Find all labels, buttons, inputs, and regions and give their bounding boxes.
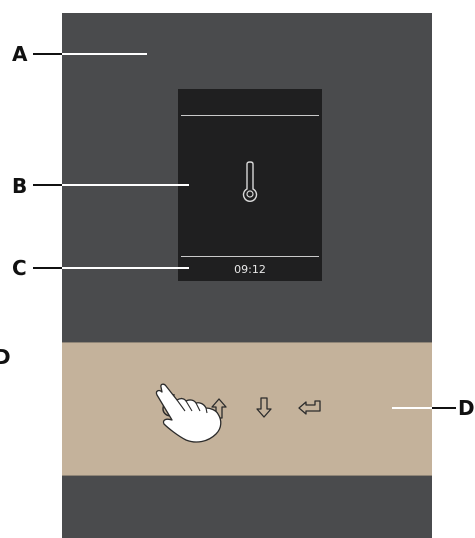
callout-label-a: A xyxy=(12,44,27,64)
callout-label-b: B xyxy=(12,176,27,196)
display-top-divider xyxy=(181,115,319,116)
callout-leader-c xyxy=(33,267,62,269)
control-panel xyxy=(62,342,432,476)
callout-leader-a-inner xyxy=(62,53,147,55)
callout-leader-b-tip xyxy=(178,184,189,186)
callout-leader-c-tip xyxy=(178,267,189,269)
callout-leader-d xyxy=(432,407,456,409)
arrow-down-icon xyxy=(255,396,273,420)
display-time: 09:12 xyxy=(178,263,322,276)
callout-leader-c-inner xyxy=(62,267,178,269)
enter-icon xyxy=(296,398,324,418)
callout-leader-a xyxy=(33,53,62,55)
callout-leader-d-inner xyxy=(392,407,432,409)
callout-leader-b-inner xyxy=(62,184,178,186)
callout-leader-b xyxy=(33,184,62,186)
pointing-hand-icon xyxy=(152,380,228,448)
down-button[interactable] xyxy=(255,396,273,420)
thermometer-icon xyxy=(240,161,260,203)
enter-button[interactable] xyxy=(296,398,324,418)
callout-label-c: C xyxy=(12,258,27,278)
callout-label-d-right: D xyxy=(458,398,475,418)
callout-label-d-left: D xyxy=(0,347,11,367)
display-bottom-divider xyxy=(181,256,319,257)
